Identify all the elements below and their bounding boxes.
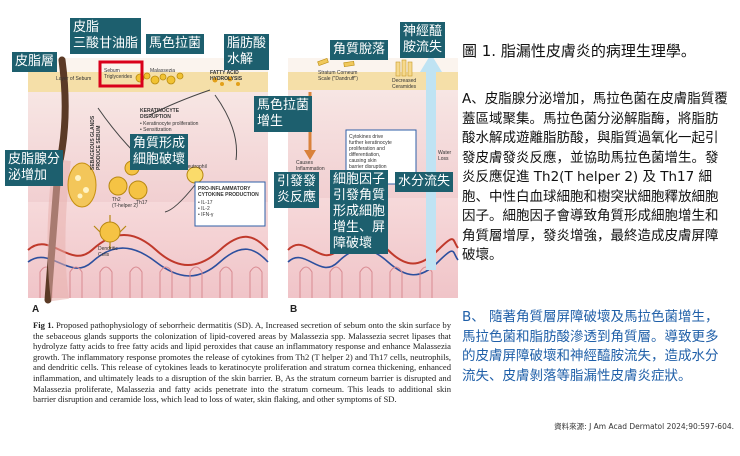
label-pro-inflam-sub: • IL-17 • IL-2 • IFN-γ bbox=[198, 200, 214, 218]
tag-sebum-increase: 皮脂腺分 泌增加 bbox=[5, 150, 64, 186]
figure-caption: Fig 1. Proposed pathophysiology of sebor… bbox=[33, 320, 451, 405]
tag-ceramide-loss: 神經醯 胺流失 bbox=[400, 22, 446, 58]
water-loss-arrow bbox=[426, 70, 436, 270]
right-para-a: A、皮脂腺分泌增加，馬拉色菌在皮膚脂質覆蓋區域聚集。馬拉色菌分泌解脂酶，將脂肪酸… bbox=[462, 91, 728, 263]
label-keratinocyte-en: KERATINOCYTE DISRUPTION bbox=[140, 108, 180, 120]
th2-cell bbox=[108, 176, 128, 196]
label-keratinocyte-sub: • Keratinocyte proliferation • Sensitiza… bbox=[140, 121, 199, 133]
label-pro-inflam: PRO-INFLAMMATORY CYTOKINE PRODUCTION bbox=[198, 186, 259, 198]
cytokine-box bbox=[194, 181, 266, 227]
tag-triglycerides: 皮脂 三酸甘油脂 bbox=[70, 18, 142, 54]
sebaceous-gland bbox=[67, 162, 97, 208]
tag-malassezia-growth: 馬色拉菌 增生 bbox=[254, 96, 313, 132]
right-title: 圖 1. 脂漏性皮膚炎的病理生理學。 bbox=[462, 42, 696, 60]
tag-malassezia: 馬色拉菌 bbox=[146, 34, 205, 54]
label-neutrophil: Neutrophil bbox=[184, 164, 207, 170]
label-fatty-acid-en: FATTY ACID HYDROLYSIS bbox=[210, 70, 243, 82]
sebum-layer-band bbox=[28, 72, 268, 92]
label-th17: Th17 bbox=[136, 200, 148, 206]
panel-b-letter: B bbox=[290, 304, 298, 315]
label-th2: Th2 (T-helper 2) bbox=[112, 197, 138, 209]
right-para-b: B、 隨著角質層屏障破壞及馬拉色菌增生，馬拉色菌和脂肪酸滲透到角質層。導致更多的… bbox=[462, 309, 719, 384]
label-malassezia-en: Malassezia bbox=[150, 68, 176, 74]
caption-text: Proposed pathophysiology of seborrheic d… bbox=[33, 320, 452, 405]
label-cytokines: Cytokines drive further keratinocyte pro… bbox=[349, 134, 392, 170]
label-causes-inflam-en: Causes Inflammation bbox=[296, 160, 325, 172]
source-citation: 資料來源: J Am Acad Dermatol 2024;90:597-604… bbox=[554, 422, 734, 431]
label-sebum-trig: Sebum Triglycerides bbox=[104, 68, 133, 80]
tag-causes-inflammation: 引發發 炎反應 bbox=[274, 172, 320, 208]
tag-sebum-layer: 皮脂層 bbox=[12, 52, 58, 72]
th17-cell bbox=[128, 180, 148, 200]
dendritic-cell bbox=[99, 221, 121, 243]
label-stratum: Stratum Corneum Scale ("Dandruff") bbox=[318, 70, 358, 82]
tag-keratinocyte-disruption: 角質形成 細胞破壞 bbox=[130, 134, 189, 170]
label-layer-of-sebum: Layer of Sebum bbox=[56, 76, 92, 82]
caption-label: Fig 1. bbox=[33, 320, 54, 330]
tag-flaking: 角質脫落 bbox=[330, 40, 389, 60]
tag-water-loss: 水分流失 bbox=[395, 172, 454, 192]
label-dendritic: Dendritic Cells bbox=[98, 246, 118, 258]
label-decreased: Decreased Ceramides bbox=[392, 78, 417, 90]
panel-a-art bbox=[27, 56, 269, 304]
triglyceride-highlight bbox=[98, 60, 144, 88]
tag-keratinocyte-damage: 細胞因子 引發角質 形成細胞 增生、屏 障破壞 bbox=[330, 170, 389, 254]
label-sebaceous: SEBACEOUS GLANDS PRODUCE SEBUM bbox=[90, 115, 102, 170]
tag-fatty-acid-hydrolysis: 脂肪酸 水解 bbox=[224, 34, 270, 70]
panel-a-letter: A bbox=[32, 304, 40, 315]
label-water-en: Water Loss bbox=[438, 150, 452, 162]
